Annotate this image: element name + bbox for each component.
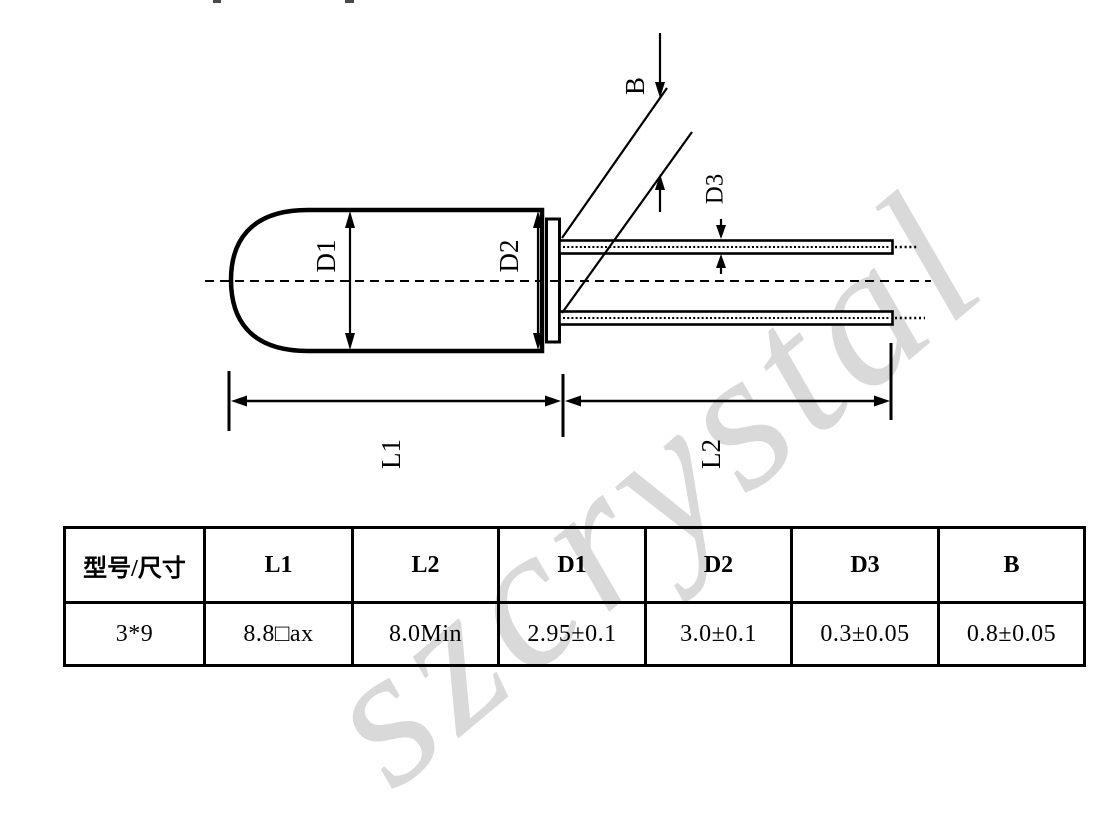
- cell-d2-value: 3.0±0.1: [644, 601, 793, 667]
- l1-arrowhead-right: [545, 395, 561, 407]
- b-arrowhead-down: [655, 82, 665, 98]
- dimension-diagram: D1 D2 B D3 L1 L2: [205, 33, 931, 469]
- table-row: 3*9 8.8□ax 8.0Min 2.95±0.1 3.0±0.1 0.3±0…: [63, 601, 1086, 667]
- cell-model: 3*9: [63, 601, 206, 667]
- d1-arrowhead-down: [345, 333, 355, 350]
- d2-arrowhead-down: [533, 333, 543, 350]
- l1-label: L1: [376, 439, 406, 469]
- header-d1: D1: [497, 526, 647, 604]
- header-model-size: 型号/尺寸: [63, 526, 206, 604]
- l2-arrowhead-left: [565, 395, 581, 407]
- d1-arrowhead-up: [345, 211, 355, 228]
- header-d2: D2: [644, 526, 793, 604]
- top-lead: [558, 239, 894, 255]
- l2-label: L2: [696, 439, 726, 469]
- bottom-lead: [558, 310, 894, 326]
- clipped-text-fragment: [345, 0, 354, 3]
- b-leader-line-lower: [561, 131, 693, 314]
- header-l2: L2: [351, 526, 500, 604]
- d1-label: D1: [311, 240, 341, 273]
- l1-arrowhead-left: [231, 395, 247, 407]
- clipped-text-fragment: [213, 0, 221, 3]
- cell-l2-value: 8.0Min: [351, 601, 500, 667]
- table-header-row: 型号/尺寸 L1 L2 D1 D2 D3 B: [63, 526, 1086, 604]
- cell-d3-value: 0.3±0.05: [790, 601, 940, 667]
- dimension-spec-table: 型号/尺寸 L1 L2 D1 D2 D3 B 3*9 8.8□ax 8.0Min…: [63, 526, 1086, 667]
- b-leader-line-upper: [561, 87, 668, 239]
- cell-l1-value: 8.8□ax: [203, 601, 354, 667]
- d2-arrowhead-up: [533, 211, 543, 228]
- cell-d1-value: 2.95±0.1: [497, 601, 647, 667]
- header-l1: L1: [203, 526, 354, 604]
- cell-b-value: 0.8±0.05: [937, 601, 1086, 667]
- b-arrowhead-up: [655, 174, 665, 190]
- d3-label: D3: [702, 174, 729, 205]
- b-label: B: [620, 77, 650, 95]
- d3-arrowhead-up: [716, 254, 726, 268]
- d3-arrowhead-down: [716, 225, 726, 239]
- l2-arrowhead-right: [874, 395, 890, 407]
- header-d3: D3: [790, 526, 940, 604]
- d2-label: D2: [494, 240, 524, 273]
- header-b: B: [937, 526, 1086, 604]
- datasheet-page: { "watermark": { "text": "szcrystal", "c…: [63, 0, 1086, 827]
